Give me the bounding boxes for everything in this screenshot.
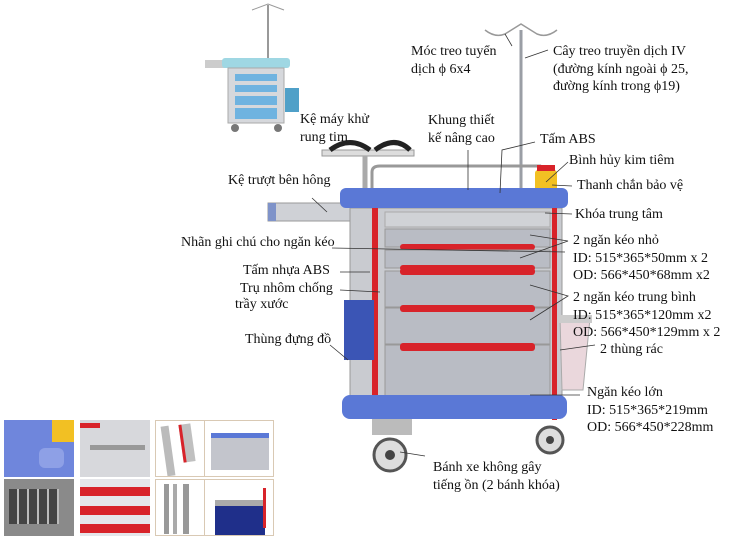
label-line: (đường kính ngoài ϕ 25, [553, 61, 689, 77]
label-iv-pole: Cây treo truyền dịch IV (đường kính ngoà… [553, 43, 689, 96]
label-line: OD: 566*450*228mm [587, 420, 714, 435]
thumb-drawer-slide [80, 420, 150, 477]
label-sharps: Bình hủy kim tiêm [569, 153, 675, 168]
label-abs-panel: Tấm nhựa ABS [243, 263, 330, 278]
label-trash-bins: 2 thùng rác [600, 342, 663, 357]
label-line: 2 ngăn kéo trung bình [573, 290, 696, 305]
thumb-tray-detail [4, 420, 74, 477]
thumb-drawer-handles [80, 479, 150, 536]
label-casters: Bánh xe không gây tiếng ồn (2 bánh khóa) [433, 459, 560, 494]
label-line: ID: 515*365*219mm [587, 402, 708, 418]
label-line: Kệ máy khử [300, 112, 370, 127]
label-line: Cây treo truyền dịch IV [553, 44, 686, 59]
drawers [384, 211, 551, 414]
label-large-drawer: Ngăn kéo lớn ID: 515*365*219mm OD: 566*4… [587, 384, 713, 437]
preview-cart [205, 3, 299, 132]
label-frame: Khung thiết kế nâng cao [428, 112, 495, 147]
label-medium-drawers: 2 ngăn kéo trung bình ID: 515*365*120mm … [573, 289, 720, 342]
label-drawer-label: Nhãn ghi chú cho ngăn kéo [181, 235, 335, 250]
thumb-storage-bin [204, 479, 274, 536]
label-storage-bin: Thùng đựng đồ [245, 332, 332, 347]
label-line: ID: 515*365*50mm x 2 [573, 250, 708, 266]
label-line: kế nâng cao [428, 130, 495, 146]
label-line: OD: 566*450*68mm x2 [573, 268, 710, 283]
label-iv-hook: Móc treo tuyển dịch ϕ 6x4 [411, 43, 497, 78]
label-small-drawers: 2 ngăn kéo nhỏ ID: 515*365*50mm x 2 OD: … [573, 232, 710, 285]
label-line: trầy xước [235, 297, 289, 312]
label-line: rung tim [300, 129, 348, 145]
label-side-shelf: Kệ trượt bên hông [228, 173, 331, 188]
label-line: OD: 566*450*129mm x 2 [573, 325, 721, 340]
label-line: Bánh xe không gây [433, 460, 542, 475]
label-line: 2 ngăn kéo nhỏ [573, 233, 659, 248]
label-defib-shelf: Kệ máy khử rung tim [300, 111, 369, 146]
thumb-drawer-box [204, 420, 274, 477]
thumb-drawer-dividers [4, 479, 74, 536]
label-guard-rail: Thanh chắn bảo vệ [577, 178, 684, 193]
label-line: Trụ nhôm chống [240, 281, 333, 296]
label-line: đường kính trong ϕ19) [553, 79, 680, 94]
label-line: Khung thiết [428, 113, 495, 128]
label-line: Ngăn kéo lớn [587, 385, 663, 400]
label-abs-top: Tấm ABS [540, 132, 596, 147]
label-line: tiếng ồn (2 bánh khóa) [433, 477, 560, 493]
iv-pole [484, 23, 558, 190]
label-line: dịch ϕ 6x4 [411, 61, 471, 77]
label-line: ID: 515*365*120mm x2 [573, 307, 712, 323]
label-alu-post: Trụ nhôm chống trầy xước [235, 281, 333, 313]
label-central-lock: Khóa trung tâm [575, 207, 663, 222]
label-line: Móc treo tuyển [411, 44, 497, 59]
